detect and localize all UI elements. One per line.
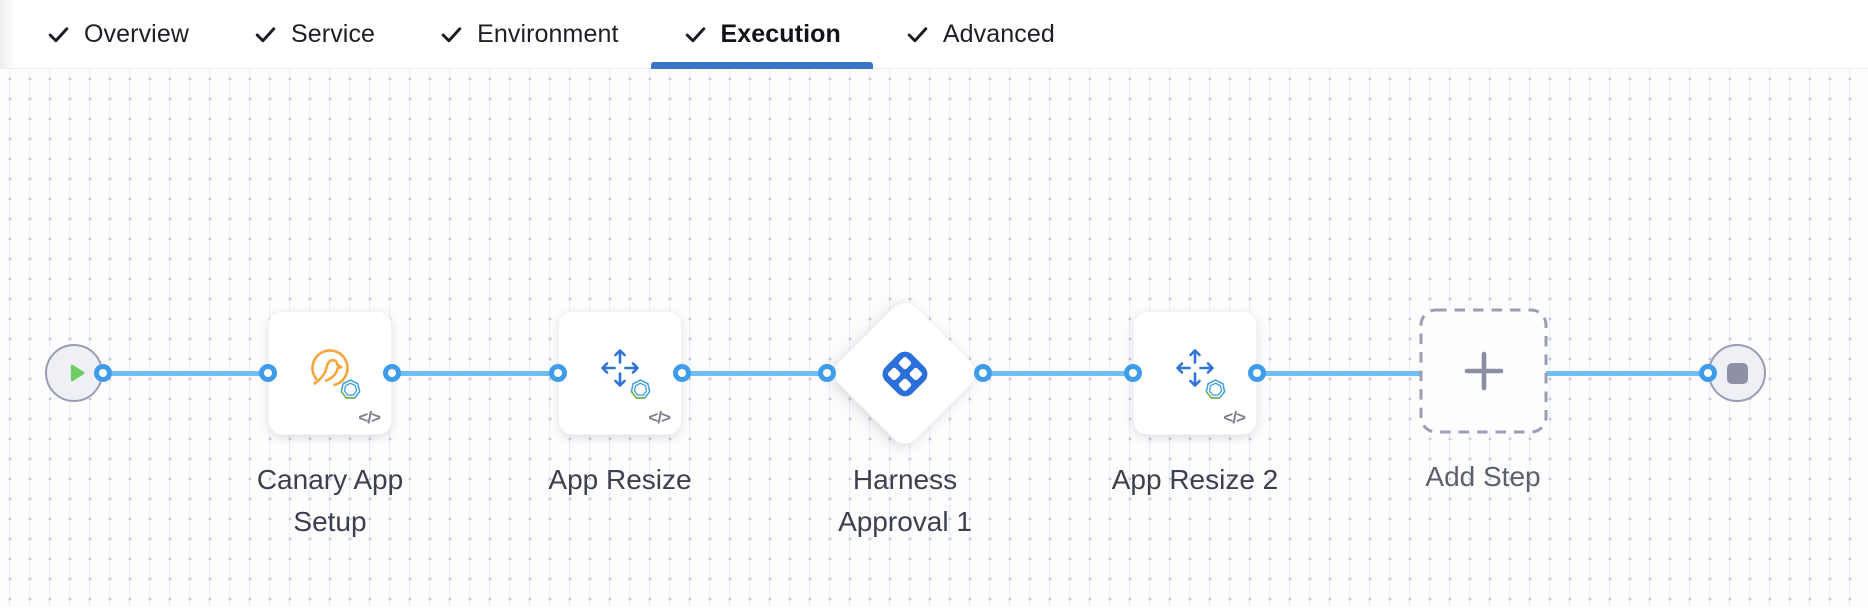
active-tab-underline [650,62,873,69]
step-node-app-resize[interactable]: </> [558,311,682,435]
step-node-canary-app-setup[interactable]: </> [268,311,392,435]
resize-arrows-icon [601,349,639,387]
check-icon [685,26,705,42]
connector-port[interactable] [259,364,277,382]
canary-bird-icon [311,349,349,387]
step-label-add-step: Add Step [1425,461,1541,492]
check-icon [48,26,69,42]
add-step-button[interactable] [1419,308,1548,434]
connector-port[interactable] [94,364,112,382]
connector-port[interactable] [818,364,836,382]
step-label-app-resize-2: App Resize 2 [1111,464,1279,495]
plus-icon [1464,351,1503,391]
connector-port[interactable] [383,364,401,382]
stop-icon [1726,362,1748,384]
pipeline-tab-bar: Overview Service Environment Execution A… [0,0,1868,69]
template-code-icon: </> [648,408,671,427]
pipeline-canvas[interactable]: </> </> [0,69,1868,607]
tab-advanced[interactable]: Advanced [873,0,1087,68]
tanzu-service-badge-icon [630,379,651,399]
check-icon [907,26,928,42]
template-code-icon: </> [1223,408,1246,427]
connector-port[interactable] [974,364,992,382]
start-node [45,344,103,402]
tab-environment[interactable]: Environment [407,0,650,68]
check-icon [441,26,462,42]
connector-port[interactable] [1248,364,1266,382]
connector-port[interactable] [1124,364,1142,382]
tab-overview[interactable]: Overview [14,0,221,68]
tab-label: Environment [477,19,619,48]
approval-diamond-shape [827,295,983,451]
resize-arrows-icon [1176,349,1214,387]
connector-port[interactable] [549,364,567,382]
step-node-app-resize-2[interactable]: </> [1133,311,1257,435]
template-code-icon: </> [358,408,381,427]
connector-port[interactable] [673,364,691,382]
panel-edge-shadow [0,0,15,69]
step-label-app-resize: App Resize [548,464,692,495]
tab-label: Service [291,19,376,48]
tab-label: Advanced [942,19,1055,48]
tanzu-service-badge-icon [340,379,361,399]
step-label-canary-app-setup: Canary App Setup [256,464,404,537]
tab-execution[interactable]: Execution [650,0,873,69]
tab-service[interactable]: Service [221,0,407,68]
step-label-harness-approval-1: Harness Approval 1 [838,464,972,537]
play-icon [70,364,85,382]
tanzu-service-badge-icon [1205,379,1226,399]
end-node [1708,344,1766,402]
check-icon [255,26,276,42]
tab-label: Execution [720,19,841,48]
tab-label: Overview [84,19,189,48]
connector-port[interactable] [1699,364,1717,382]
step-node-harness-approval-1[interactable] [827,295,983,451]
